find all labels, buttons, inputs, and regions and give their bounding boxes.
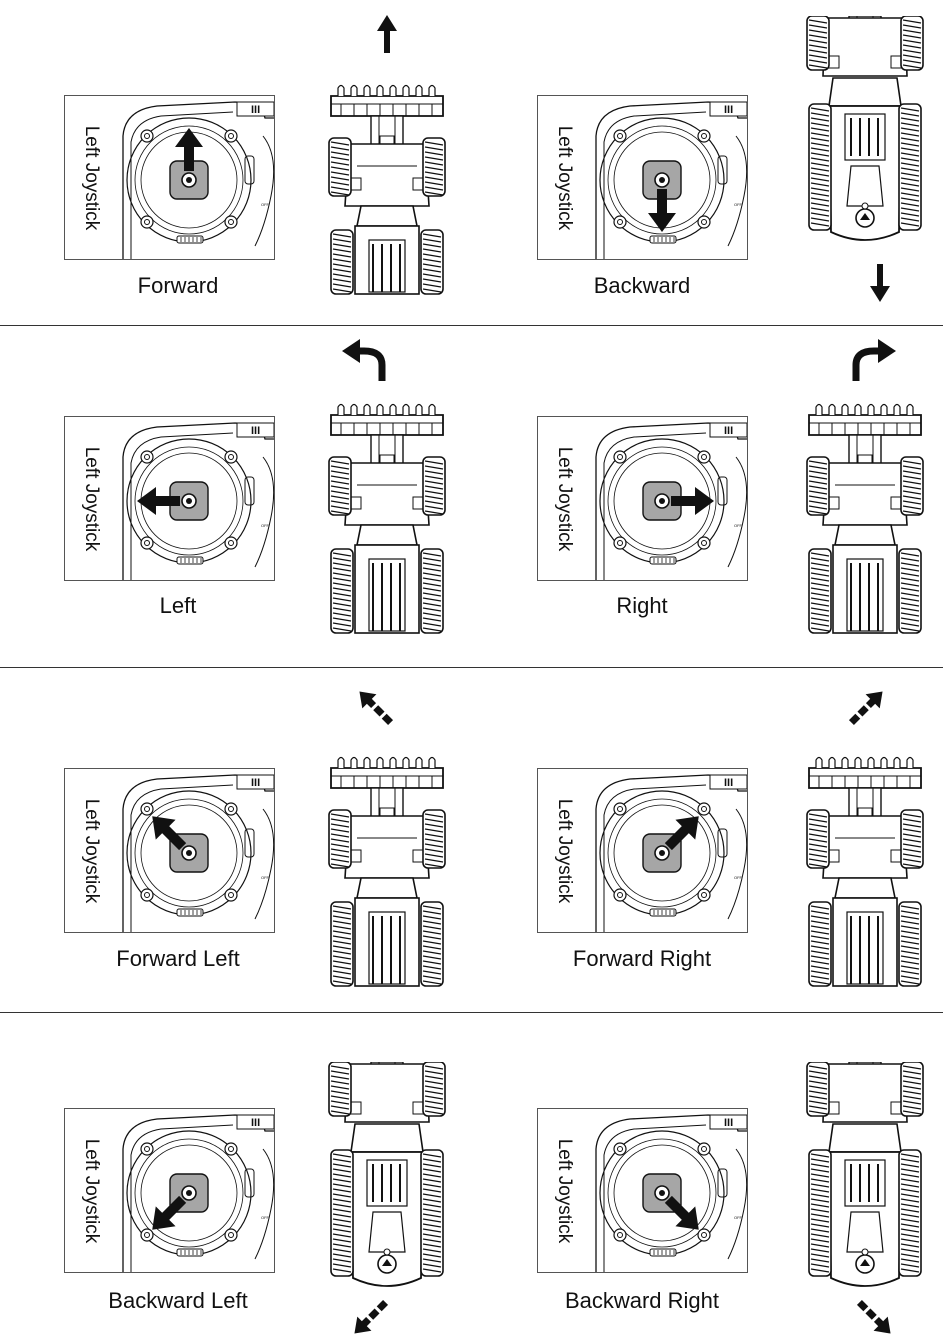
caption-backward: Backward (593, 273, 691, 298)
wheel-loader-icon (328, 403, 446, 634)
panel-frame: OFF III Left Joystick (537, 95, 748, 260)
svg-text:OFF: OFF (734, 202, 743, 207)
joystick-label: Left Joystick (554, 1138, 575, 1244)
svg-text:OFF: OFF (261, 523, 270, 528)
dashed-arrow-up-left-icon (359, 691, 394, 726)
wheel-loader-icon (806, 16, 924, 241)
caption-forward-right: Forward Right (572, 946, 712, 971)
remote-joystick-icon: OFF III (122, 101, 274, 259)
panel-frame: OFF III Left Joystick (64, 95, 275, 260)
svg-text:III: III (251, 425, 260, 437)
remote-joystick-icon: OFF III (122, 1114, 274, 1272)
panel-frame: OFF III Left Joystick (64, 768, 275, 933)
panel-frame: OFF III Left Joystick (537, 768, 748, 933)
svg-text:III: III (724, 104, 733, 116)
svg-text:OFF: OFF (734, 1215, 743, 1220)
section-divider-1 (0, 325, 943, 326)
arrow-down-icon (870, 264, 890, 302)
panel-frame: OFF III Left Joystick (64, 416, 275, 581)
remote-joystick-icon: OFF III (122, 422, 274, 580)
remote-joystick-icon: OFF III (595, 1114, 747, 1272)
panel-frame: OFF III Left Joystick (537, 416, 748, 581)
joystick-label: Left Joystick (554, 446, 575, 552)
wheel-loader-icon (328, 84, 446, 295)
joystick-label: Left Joystick (81, 1138, 102, 1244)
caption-forward: Forward (137, 273, 219, 298)
arrow-up-icon (377, 15, 397, 53)
svg-text:III: III (251, 1117, 260, 1129)
remote-joystick-icon: OFF III (595, 774, 747, 932)
joystick-label: Left Joystick (81, 125, 102, 231)
svg-text:III: III (251, 104, 260, 116)
svg-text:OFF: OFF (261, 875, 270, 880)
wheel-loader-icon (806, 1062, 924, 1287)
remote-joystick-icon: OFF III (122, 774, 274, 932)
svg-text:OFF: OFF (261, 202, 270, 207)
panel-frame: OFF III Left Joystick (537, 1108, 748, 1273)
svg-text:OFF: OFF (734, 875, 743, 880)
remote-joystick-icon: OFF III (595, 422, 747, 580)
svg-text:OFF: OFF (734, 523, 743, 528)
svg-text:III: III (724, 1117, 733, 1129)
section-divider-3 (0, 1012, 943, 1013)
joystick-panel-forward: OFF III Left Joystick (64, 95, 276, 261)
curved-arrow-right-icon (852, 339, 896, 381)
svg-text:III: III (251, 777, 260, 789)
svg-text:OFF: OFF (261, 1215, 270, 1220)
wheel-loader-icon (806, 756, 924, 987)
caption-forward-left: Forward Left (116, 946, 240, 971)
dashed-arrow-up-right-icon (848, 691, 883, 726)
joystick-panel-forward-left: OFF III Left Joystick (64, 768, 276, 934)
joystick-panel-forward-right: OFF III Left Joystick (537, 768, 749, 934)
curved-arrow-left-icon (342, 339, 386, 381)
caption-backward-left: Backward Left (108, 1288, 248, 1313)
joystick-panel-right: OFF III Left Joystick (537, 416, 749, 582)
panel-frame: OFF III Left Joystick (64, 1108, 275, 1273)
dashed-arrow-down-right-icon (856, 1299, 891, 1334)
dashed-arrow-down-left-icon (354, 1299, 389, 1334)
joystick-label: Left Joystick (81, 446, 102, 552)
joystick-panel-left: OFF III Left Joystick (64, 416, 276, 582)
section-divider-2 (0, 667, 943, 668)
remote-joystick-icon: OFF III (595, 101, 747, 259)
joystick-panel-backward-left: OFF III Left Joystick (64, 1108, 276, 1274)
wheel-loader-icon (328, 1062, 446, 1287)
caption-left: Left (159, 593, 197, 618)
svg-text:III: III (724, 777, 733, 789)
wheel-loader-icon (328, 756, 446, 987)
joystick-label: Left Joystick (554, 125, 575, 231)
caption-backward-right: Backward Right (564, 1288, 720, 1313)
joystick-label: Left Joystick (81, 798, 102, 904)
joystick-panel-backward-right: OFF III Left Joystick (537, 1108, 749, 1274)
caption-right: Right (616, 593, 668, 618)
joystick-label: Left Joystick (554, 798, 575, 904)
wheel-loader-icon (806, 403, 924, 634)
svg-text:III: III (724, 425, 733, 437)
joystick-panel-backward: OFF III Left Joystick (537, 95, 749, 261)
